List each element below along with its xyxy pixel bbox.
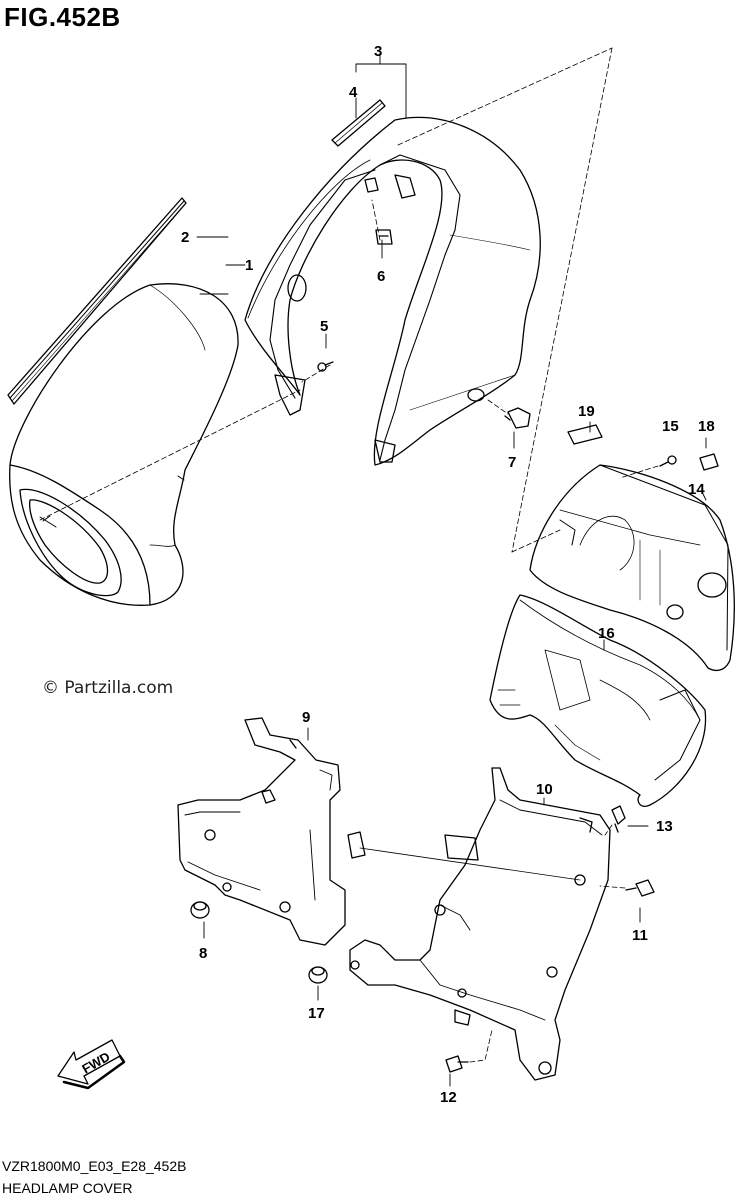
part-16-lower-panel[interactable] (489, 594, 707, 807)
diagram-caption: HEADLAMP COVER (2, 1180, 133, 1196)
part-17-grommet[interactable] (308, 966, 328, 984)
callout-3: 3 (374, 43, 382, 60)
callout-2: 2 (181, 229, 189, 246)
part-15-screw[interactable] (659, 455, 677, 467)
callout-17: 17 (308, 1005, 325, 1022)
callout-5: 5 (320, 318, 328, 335)
part-19-tape[interactable] (567, 424, 603, 445)
figure-title: FIG.452B (4, 2, 121, 32)
callout-9: 9 (302, 709, 310, 726)
callout-1: 1 (245, 257, 253, 274)
assembly-lines-lower (469, 824, 626, 1063)
callout-15: 15 (662, 418, 679, 435)
callout-18: 18 (698, 418, 715, 435)
diagram-code: VZR1800M0_E03_E28_452B (2, 1158, 187, 1174)
part-5-screw[interactable] (317, 361, 334, 372)
part-8-grommet[interactable] (190, 901, 210, 919)
callout-10: 10 (536, 781, 553, 798)
part-11-bolt[interactable] (625, 879, 655, 897)
assembly-lines-upper (39, 47, 613, 553)
callout-7: 7 (508, 454, 516, 471)
part-6-clip[interactable] (375, 229, 393, 245)
part-9-left-bracket[interactable] (177, 717, 366, 946)
leader-lines (196, 55, 707, 1087)
callout-19: 19 (578, 403, 595, 420)
part-10-lower-bracket[interactable] (349, 767, 611, 1081)
part-1-headlamp-cover[interactable] (9, 283, 239, 606)
part-3-inner-cover[interactable] (244, 116, 541, 466)
callout-14: 14 (688, 481, 705, 498)
callout-16: 16 (598, 625, 615, 642)
callout-13: 13 (656, 818, 673, 835)
part-7-grommet[interactable] (504, 407, 531, 429)
callout-4: 4 (349, 84, 358, 101)
part-14-inner-panel[interactable] (529, 464, 735, 672)
part-2-trim-strip[interactable] (7, 197, 187, 405)
callout-numbers: 3 4 2 1 6 5 7 19 15 18 14 16 9 10 13 11 … (181, 43, 715, 1106)
part-12-bolt[interactable] (445, 1055, 469, 1073)
part-13-fastener[interactable] (611, 805, 626, 833)
part-4-trim-strip[interactable] (331, 99, 386, 147)
callout-11: 11 (632, 927, 648, 944)
part-18-nut[interactable] (699, 453, 719, 471)
callout-8: 8 (199, 945, 207, 962)
callout-6: 6 (377, 268, 385, 285)
callout-12: 12 (440, 1089, 457, 1106)
watermark: © Partzilla.com (42, 678, 174, 698)
fwd-arrow-icon: FWD (57, 1039, 126, 1090)
